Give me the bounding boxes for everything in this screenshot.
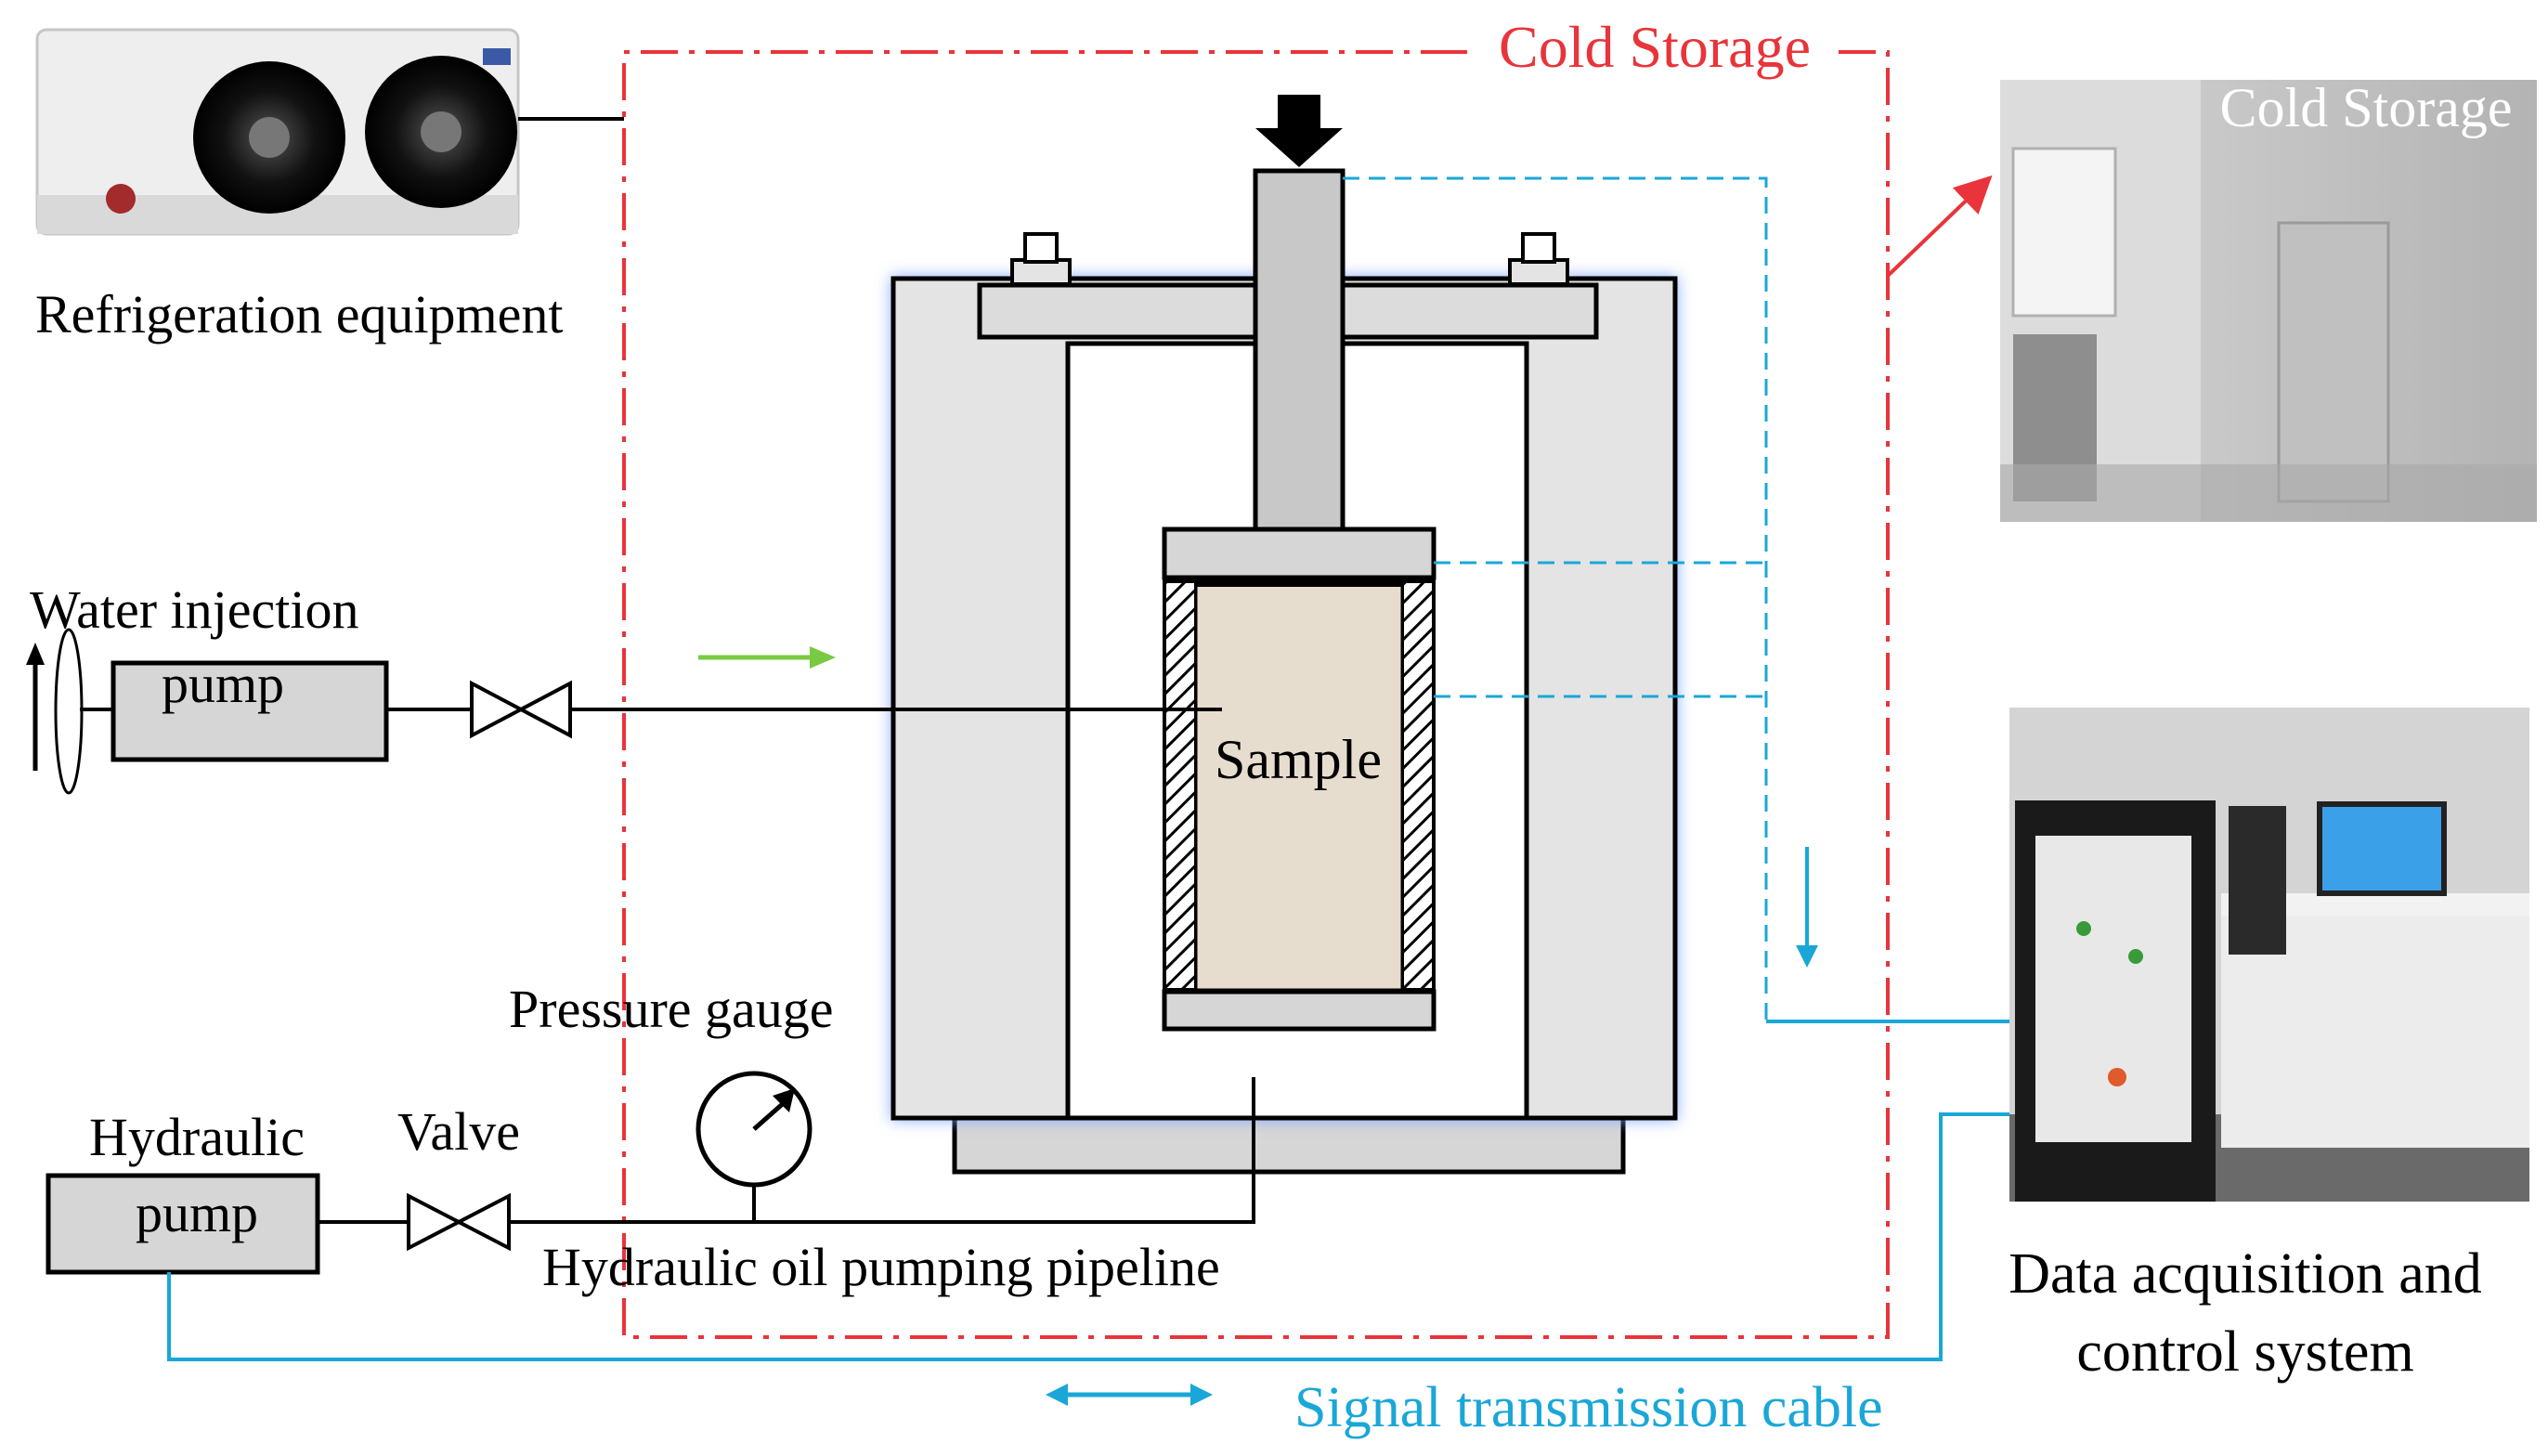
cold-storage-photo-label: Cold Storage: [2220, 77, 2513, 138]
cold-storage-photo: [2000, 80, 2537, 522]
valve-label: Valve: [397, 1101, 520, 1162]
pressure-gauge-icon: [696, 1071, 812, 1222]
valve-icon: [407, 1192, 511, 1252]
cold-storage-pointer: [1887, 175, 1993, 277]
valve-icon: [470, 680, 572, 739]
sample-label: Sample: [1215, 729, 1382, 790]
water-flow-arrow: [698, 646, 836, 669]
signal-cable-label: Signal transmission cable: [1294, 1376, 1883, 1439]
signal-direction-arrow: [1796, 847, 1818, 968]
oil-pipeline-label: Hydraulic oil pumping pipeline: [542, 1237, 1220, 1297]
sensor-signal-lines: [1343, 176, 1768, 1021]
water-injection-label: Water injection: [30, 579, 358, 640]
hydraulic-oil-pipeline: [509, 1077, 1255, 1224]
cold-storage-label: Cold Storage: [1499, 14, 1811, 80]
refrigeration-unit: [35, 28, 520, 236]
water-pump-label: pump: [162, 654, 284, 714]
hydraulic-pump: [46, 1173, 320, 1275]
sample-cell: [1162, 526, 1436, 1032]
signal-cable-legend-icon: [1046, 1384, 1213, 1406]
hydraulic-pump-label: pump: [136, 1183, 258, 1243]
signal-cable: [167, 1112, 2009, 1361]
daq-label-line1: Data acquisition and: [2008, 1242, 2482, 1306]
rotation-icon: [26, 628, 84, 795]
refrigeration-label: Refrigeration equipment: [35, 284, 564, 344]
daq-photo: [2009, 708, 2529, 1202]
piston-rod: [1253, 168, 1346, 538]
down-arrow-icon: [1255, 95, 1343, 167]
cold-storage-boundary: [622, 50, 1890, 1339]
daq-label-line2: control system: [2076, 1320, 2413, 1384]
water-injection-pump: [110, 660, 389, 762]
hydraulic-label: Hydraulic: [89, 1107, 305, 1167]
pressure-gauge-label: Pressure gauge: [509, 979, 834, 1039]
